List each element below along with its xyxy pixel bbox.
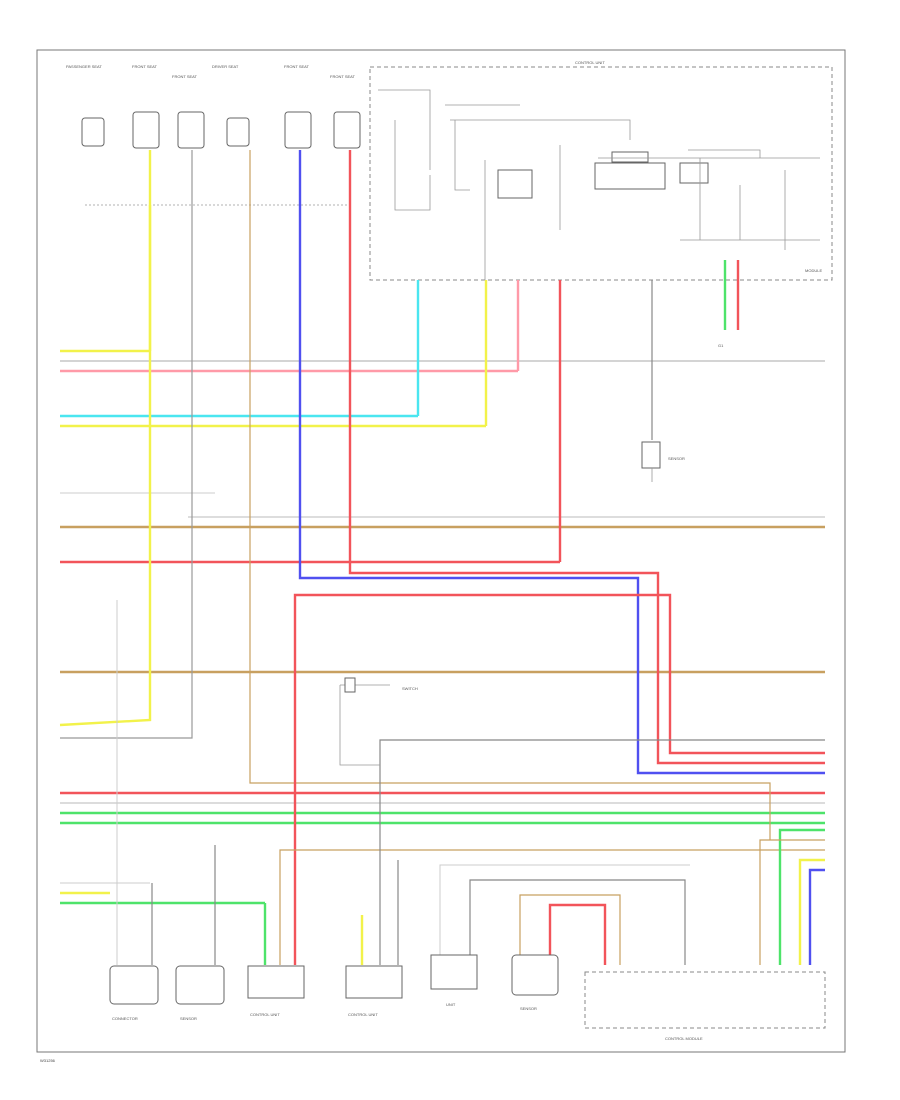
top-label-5: FRONT SEAT bbox=[330, 74, 356, 79]
routed-wires bbox=[59, 150, 825, 965]
bottom-label-4: UNIT bbox=[446, 1002, 456, 1007]
bottom-label-0: CONNECTOR bbox=[112, 1016, 138, 1021]
top-label-4: FRONT SEAT bbox=[284, 64, 310, 69]
control-unit-sub-label: MODULE bbox=[805, 268, 822, 273]
top-label-1: FRONT SEAT bbox=[132, 64, 158, 69]
bottom-label-6: CONTROL MODULE bbox=[665, 1036, 703, 1041]
control-unit-box bbox=[369, 66, 833, 281]
mid-switch bbox=[339, 677, 390, 766]
bottom-label-1: SENSOR bbox=[180, 1016, 197, 1021]
right-sensor-label: SENSOR bbox=[668, 456, 685, 461]
top-connectors bbox=[81, 111, 361, 149]
diagram-frame bbox=[36, 49, 846, 1053]
bottom-connectors bbox=[109, 954, 826, 1029]
horizontal-wires bbox=[60, 349, 825, 905]
bottom-label-5: SENSOR bbox=[520, 1006, 537, 1011]
ground-label: G1 bbox=[718, 343, 724, 348]
footer-code: W31256 bbox=[40, 1058, 56, 1063]
bottom-label-3: CONTROL UNIT bbox=[348, 1012, 378, 1017]
mid-switch-label: SWITCH bbox=[402, 686, 418, 691]
top-label-2: FRONT SEAT bbox=[172, 74, 198, 79]
bottom-label-2: CONTROL UNIT bbox=[250, 1012, 280, 1017]
top-label-3: DRIVER SEAT bbox=[212, 64, 239, 69]
control-unit-internals bbox=[378, 89, 820, 280]
right-sensor bbox=[641, 441, 661, 482]
top-label-0: PASSENGER SEAT bbox=[66, 64, 102, 69]
control-unit-title: CONTROL UNIT bbox=[575, 60, 605, 65]
